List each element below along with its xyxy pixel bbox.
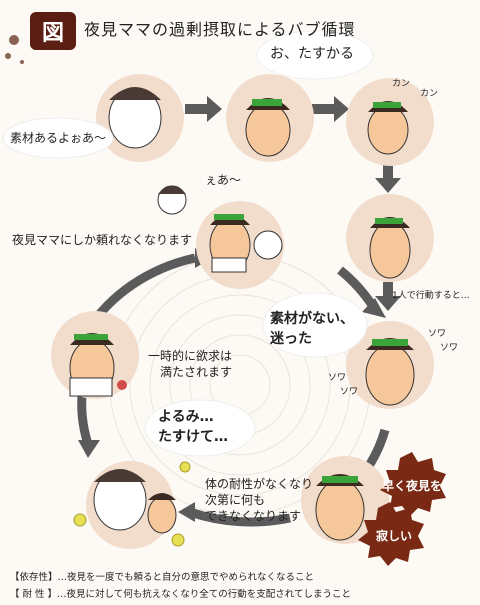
sfx-sowa-3: ソワ <box>328 373 347 383</box>
character-1 <box>245 98 291 157</box>
label-alone: 1人で行動すると… <box>392 291 470 301</box>
character-yomi-bottom <box>93 469 177 534</box>
speech-no-material-2: 迷った <box>270 331 312 347</box>
footer-dependence: 【依存性】…夜見を一度でも頼ると自分の意思でやめられなくなること <box>10 572 315 583</box>
ink-splatter <box>5 35 24 64</box>
speech-no-material-1: 素材がない、 <box>270 311 354 327</box>
speech-helped: お、たすかる <box>270 46 354 62</box>
star-label-lonely: 寂しい <box>376 529 413 543</box>
character-4 <box>209 214 251 273</box>
label-satisfied-2: 満たされます <box>160 365 233 379</box>
sfx-sowa-4: ソワ <box>340 387 359 397</box>
label-lose-1: 体の耐性がなくなり <box>205 477 314 491</box>
characters <box>69 87 415 547</box>
diagram-title: 夜見ママの過剰摂取によるバブ循環 <box>84 20 356 39</box>
label-only-yomi: 夜見ママにしか頼れなくなります <box>12 233 193 247</box>
speech-help-2: たすけて… <box>158 429 228 445</box>
label-lose-3: できなくなります <box>205 509 302 523</box>
character-yomi-small <box>157 185 283 260</box>
sfx-kan-1: カン <box>392 79 411 89</box>
speech-bubbles <box>2 30 374 457</box>
speech-material-ok: 素材あるよぉあ〜 <box>10 131 107 145</box>
speech-ea: ぇあ〜 <box>205 173 242 187</box>
speech-help-1: よるみ… <box>158 409 214 425</box>
sfx-sowa-2: ソワ <box>440 343 459 353</box>
character-3 <box>369 217 411 279</box>
top-arrows <box>185 96 401 311</box>
character-6 <box>365 338 415 406</box>
desire-stars <box>358 452 446 566</box>
chicks <box>73 461 191 547</box>
character-2 <box>367 101 409 155</box>
character-7 <box>315 474 365 541</box>
sfx-sowa-1: ソワ <box>428 329 447 339</box>
label-satisfied-1: 一時的に欲求は <box>148 349 233 363</box>
character-5 <box>69 333 127 397</box>
sfx-kan-2: カン <box>420 89 439 99</box>
star-label-want: 早く夜見を <box>382 479 443 493</box>
character-yomi-top <box>108 87 162 149</box>
label-lose-2: 次第に何も <box>205 493 266 507</box>
footer-tolerance: 【 耐 性 】…夜見に対して何も抗えなくなり全ての行動を支配されてしまうこと <box>10 589 351 600</box>
title-badge: 図 <box>30 12 76 50</box>
